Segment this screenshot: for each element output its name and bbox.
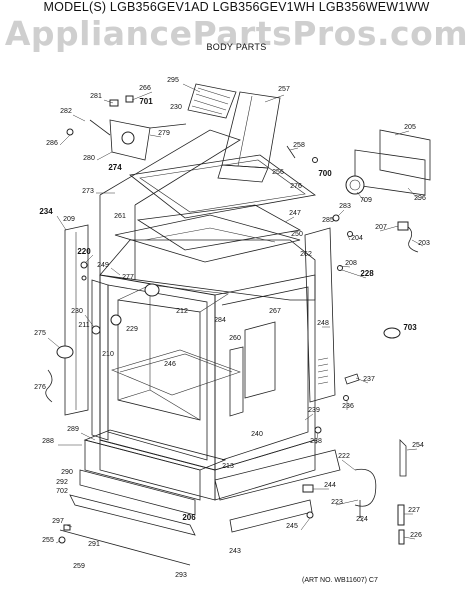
callout-c247: 247 <box>289 210 301 217</box>
callout-c210: 210 <box>102 351 114 358</box>
callout-c204: 204 <box>351 235 363 242</box>
callout-c222: 222 <box>338 453 350 460</box>
callout-c290: 290 <box>61 469 73 476</box>
callout-c223: 223 <box>331 499 343 506</box>
model-list: MODEL(S) LGB356GEV1AD LGB356GEV1WH LGB35… <box>43 0 430 14</box>
part-callouts: 295 266 281 701 257 282 230 279 286 205 258 280 274 7… <box>34 77 430 579</box>
callout-c259: 259 <box>73 563 85 570</box>
callout-c276: 276 <box>290 183 302 190</box>
kickplate-parts <box>214 327 407 545</box>
callout-c279: 279 <box>158 130 170 137</box>
callout-c249: 249 <box>97 262 109 269</box>
left-back-frame <box>64 129 241 416</box>
callout-c254: 254 <box>412 442 424 449</box>
callout-c266: 266 <box>139 85 151 92</box>
callout-c230: 230 <box>170 104 182 111</box>
callout-c224: 224 <box>356 516 368 523</box>
callout-c702: 702 <box>56 488 68 495</box>
callout-c258: 258 <box>293 142 305 149</box>
callout-c296: 296 <box>414 195 426 202</box>
callout-c261: 261 <box>114 213 126 220</box>
callout-c295: 295 <box>167 77 179 84</box>
callout-c230b: 230 <box>71 308 83 315</box>
callout-c209: 209 <box>63 216 75 223</box>
callout-c282: 282 <box>60 108 72 115</box>
callout-c227: 227 <box>408 507 420 514</box>
callout-c212: 212 <box>176 308 188 315</box>
art-number: (ART NO. WB11607) C7 <box>302 577 378 584</box>
callout-c284: 284 <box>214 317 226 324</box>
rear-parts <box>345 129 431 253</box>
right-side-panel <box>286 145 353 403</box>
callout-c213: 213 <box>222 463 234 470</box>
callout-c700: 700 <box>318 169 332 178</box>
callout-c238: 238 <box>310 438 322 445</box>
callout-c256: 256 <box>272 169 284 176</box>
callout-c220: 220 <box>77 247 91 256</box>
callout-c703: 703 <box>403 323 417 332</box>
valve-assembly <box>89 95 187 161</box>
storage-drawer <box>58 429 227 566</box>
cooktop <box>114 154 316 263</box>
callout-c274: 274 <box>108 163 122 172</box>
oven-liner-panels <box>229 321 276 417</box>
callout-c208: 208 <box>345 260 357 267</box>
callout-c228: 228 <box>360 269 374 278</box>
section-title: BODY PARTS <box>206 42 267 52</box>
callout-c244: 244 <box>324 482 336 489</box>
callout-c203: 203 <box>418 240 430 247</box>
oven-body <box>91 239 316 501</box>
callout-c250: 250 <box>291 231 303 238</box>
callout-c211: 211 <box>78 322 89 329</box>
vent-screen <box>187 83 237 119</box>
callout-c291: 291 <box>88 541 100 548</box>
callout-c276b: 276 <box>34 384 46 391</box>
callout-c297: 297 <box>52 518 64 525</box>
left-small-parts <box>45 128 160 403</box>
callout-c207: 207 <box>375 224 387 231</box>
callout-c267: 267 <box>269 308 281 315</box>
callout-c206: 206 <box>182 513 196 522</box>
callout-c236: 236 <box>342 403 354 410</box>
callout-c248: 248 <box>317 320 329 327</box>
callout-c239: 239 <box>308 407 320 414</box>
callout-c262: 262 <box>300 251 312 258</box>
callout-c226: 226 <box>410 532 422 539</box>
callout-c229: 229 <box>126 326 138 333</box>
callout-c701: 701 <box>139 97 153 106</box>
callout-c277: 277 <box>122 274 134 281</box>
callout-c280: 280 <box>83 155 95 162</box>
callout-c289: 289 <box>67 426 79 433</box>
callout-c234: 234 <box>39 207 53 216</box>
callout-c246: 246 <box>164 361 176 368</box>
callout-c292: 292 <box>56 479 68 486</box>
callout-c275: 275 <box>34 330 46 337</box>
watermark-text: AppliancePartsPros.com <box>4 14 469 53</box>
callout-c245: 245 <box>286 523 298 530</box>
callout-c257: 257 <box>278 86 290 93</box>
callout-c293: 293 <box>175 572 187 579</box>
backsplash <box>217 91 281 183</box>
callout-c205: 205 <box>404 124 416 131</box>
callout-c240: 240 <box>251 431 263 438</box>
callout-c286: 286 <box>46 140 58 147</box>
callout-c285: 285 <box>322 217 334 224</box>
leader-lines <box>47 83 424 544</box>
callout-c260: 260 <box>229 335 241 342</box>
callout-c283: 283 <box>339 203 351 210</box>
callout-c288: 288 <box>42 438 54 445</box>
callout-c255: 255 <box>42 537 54 544</box>
callout-c709: 709 <box>360 197 372 204</box>
callout-c273: 273 <box>82 188 94 195</box>
callout-c243: 243 <box>229 548 241 555</box>
callout-c237: 237 <box>363 376 375 383</box>
callout-c281: 281 <box>90 93 102 100</box>
